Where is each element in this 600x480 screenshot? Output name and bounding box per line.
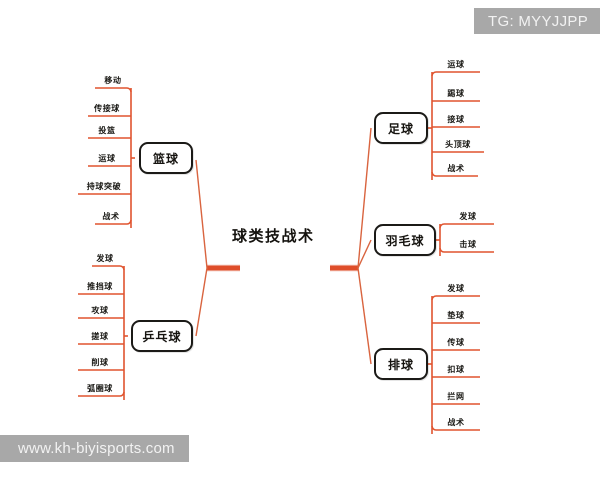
leaf-label-volleyball-2: 传球 [447, 338, 465, 347]
leaf-label-tabletennis-1: 推挡球 [87, 282, 113, 291]
leaf-label-volleyball-1: 垫球 [447, 311, 465, 320]
branch-line-tabletennis [195, 267, 208, 337]
leaf-underline-tabletennis-0 [92, 265, 125, 271]
leaf-label-basketball-3: 运球 [98, 154, 116, 163]
leaf-label-football-1: 踢球 [447, 89, 465, 98]
leaf-label-tabletennis-5: 弧圈球 [87, 384, 113, 393]
leaf-label-football-3: 头顶球 [445, 140, 471, 149]
branch-node-football[interactable]: 足球 [374, 112, 428, 144]
leaf-label-tabletennis-2: 攻球 [91, 306, 109, 315]
leaf-label-tabletennis-4: 削球 [91, 358, 109, 367]
branch-line-badminton [357, 239, 372, 269]
leaf-underline-badminton-1 [439, 247, 494, 253]
watermark-tag: TG: MYYJJPP [474, 8, 600, 34]
leaf-label-volleyball-5: 战术 [447, 418, 465, 427]
branch-node-badminton[interactable]: 羽毛球 [374, 224, 436, 256]
leaf-label-basketball-0: 移动 [104, 76, 122, 85]
branch-node-volleyball[interactable]: 排球 [374, 348, 428, 380]
leaf-label-basketball-2: 投篮 [98, 126, 116, 135]
leaf-underline-football-0 [431, 71, 480, 77]
leaf-label-basketball-1: 传接球 [94, 104, 120, 113]
leaf-label-football-0: 运球 [447, 60, 465, 69]
leaf-label-football-2: 接球 [447, 115, 465, 124]
leaf-underline-volleyball-0 [431, 295, 480, 301]
leaf-underline-volleyball-5 [431, 425, 480, 431]
leaf-label-volleyball-3: 扣球 [447, 365, 465, 374]
branch-node-basketball[interactable]: 篮球 [139, 142, 193, 174]
leaf-underline-tabletennis-5 [78, 391, 125, 397]
leaf-label-tabletennis-3: 搓球 [91, 332, 109, 341]
leaf-label-badminton-0: 发球 [459, 212, 477, 221]
leaf-underline-badminton-0 [439, 223, 494, 229]
leaf-underline-basketball-0 [95, 87, 132, 93]
leaf-label-tabletennis-0: 发球 [96, 254, 114, 263]
watermark-site: www.kh-biyisports.com [0, 435, 189, 462]
leaf-label-volleyball-0: 发球 [447, 284, 465, 293]
branch-node-tabletennis[interactable]: 乒乓球 [131, 320, 193, 352]
leaf-underline-basketball-5 [95, 219, 132, 225]
branch-line-football [357, 127, 372, 269]
branch-line-volleyball [357, 267, 372, 365]
leaf-label-football-4: 战术 [447, 164, 465, 173]
leaf-label-volleyball-4: 拦网 [447, 392, 465, 401]
leaf-label-basketball-5: 战术 [102, 212, 120, 221]
root-topic-label: 球类技战术 [232, 228, 315, 245]
leaf-label-badminton-1: 击球 [459, 240, 477, 249]
leaf-label-basketball-4: 持球突破 [86, 182, 122, 191]
branch-line-basketball [195, 159, 208, 269]
leaf-underline-football-4 [431, 171, 478, 177]
